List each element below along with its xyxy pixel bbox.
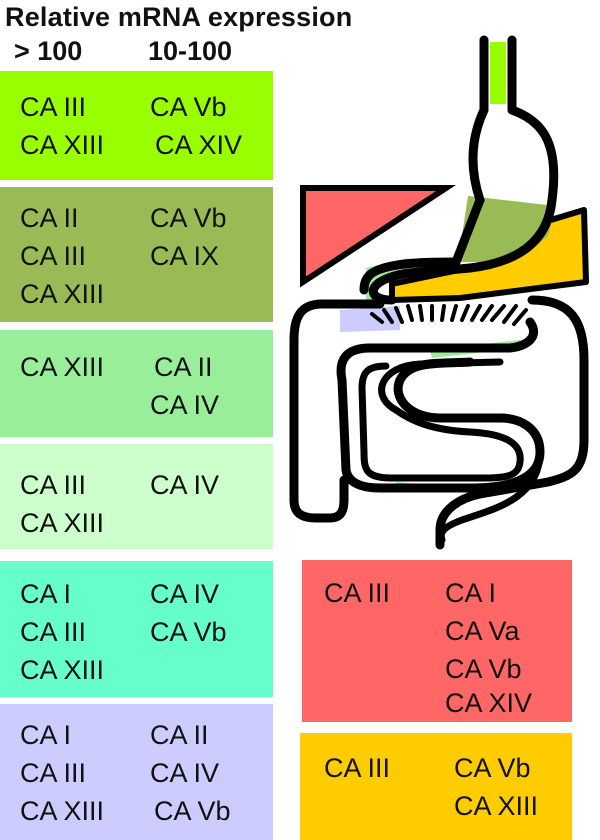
esophagus-fill: [490, 42, 506, 104]
box5-mid-2: CA Vb: [150, 617, 227, 647]
box2-high-2: CA III: [20, 241, 87, 271]
villi-hatching: [370, 304, 528, 326]
liver-mid-2: CA Va: [445, 616, 520, 646]
box6-high-3: CA XIII: [20, 796, 105, 826]
box1-mid-2: CA XIV: [155, 130, 243, 160]
column-label-high: > 100: [14, 36, 83, 66]
box-colon: CA I CA III CA XIII CA II CA IV CA Vb: [0, 704, 273, 840]
rectum-outline: [437, 448, 544, 544]
box6-mid-2: CA IV: [150, 758, 220, 788]
box5-mid-1: CA IV: [150, 579, 220, 609]
small-intestine-outer: [336, 317, 545, 493]
box-ileum: CA I CA III CA XIII CA IV CA Vb: [0, 561, 273, 697]
box-duodenum: CA XIII CA II CA IV: [0, 330, 273, 437]
esophagus-outline: [451, 35, 489, 267]
liver-high-1: CA III: [324, 578, 391, 608]
box3-high-1: CA XIII: [20, 352, 105, 382]
chart-title: Relative mRNA expression: [5, 2, 353, 32]
box1-high-2: CA XIII: [20, 130, 105, 160]
column-label-mid: 10-100: [148, 36, 233, 66]
box5-high-1: CA I: [20, 579, 72, 609]
box2-high-1: CA II: [20, 203, 79, 233]
liver-mid-4: CA XIV: [445, 688, 533, 718]
colon-outline: [435, 295, 589, 550]
pancreas-high-1: CA III: [324, 753, 391, 783]
box6-mid-1: CA II: [150, 720, 209, 750]
box-pancreas: CA III CA Vb CA XIII: [300, 733, 572, 840]
stomach-outline-inner: [359, 257, 461, 295]
box6-mid-3: CA Vb: [154, 796, 231, 826]
box4-high-1: CA III: [20, 470, 87, 500]
liver-mid-3: CA Vb: [445, 654, 522, 684]
pancreas-mid-1: CA Vb: [454, 753, 531, 783]
box5-high-3: CA XIII: [20, 655, 105, 685]
liver-shape: [300, 185, 457, 288]
box3-mid-2: CA IV: [150, 390, 220, 420]
small-intestine-inner: [358, 358, 524, 482]
box-liver: CA III CA I CA Va CA Vb CA XIV: [302, 560, 572, 722]
box2-mid-1: CA Vb: [150, 203, 227, 233]
box-stomach: CA II CA III CA XIII CA Vb CA IX: [0, 187, 273, 322]
liver-mid-1: CA I: [445, 578, 497, 608]
box2-mid-2: CA IX: [150, 241, 220, 271]
box4-mid-1: CA IV: [150, 470, 220, 500]
box4-high-2: CA XIII: [20, 508, 105, 538]
box3-mid-1: CA II: [154, 352, 213, 382]
box-jejunum: CA III CA XIII CA IV: [0, 444, 273, 549]
box1-mid-1: CA Vb: [150, 92, 227, 122]
esophagus-outline-right: [368, 35, 559, 305]
box6-high-2: CA III: [20, 758, 87, 788]
pancreas-mid-2: CA XIII: [454, 791, 539, 821]
box1-high-1: CA III: [20, 92, 87, 122]
colon-outline-left: [289, 299, 385, 523]
box-esophagus: CA III CA XIII CA Vb CA XIV: [0, 71, 273, 180]
box6-high-1: CA I: [20, 720, 72, 750]
box5-high-2: CA III: [20, 617, 87, 647]
box2-high-3: CA XIII: [20, 279, 105, 309]
